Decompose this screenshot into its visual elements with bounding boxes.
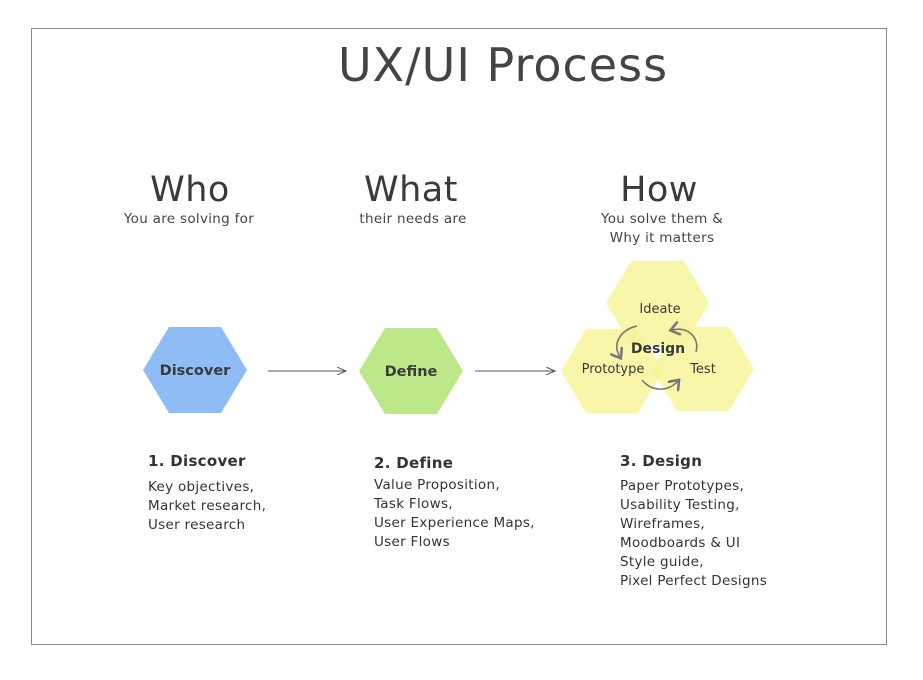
step-1-title: 1. Discover [148,452,246,470]
subtitle-how-line-2: Why it matters [609,230,715,246]
subtitle-who-line-1: You are solving for [123,211,255,227]
list-item: Key objectives, [148,479,255,495]
step-2-list: Value Proposition, Task Flows, User Expe… [374,476,535,552]
list-item: Task Flows, [374,496,453,512]
cycle-arrow-prototype-to-test [641,380,678,389]
page-title: UX/UI Process [338,38,669,92]
list-item: Style guide, [620,554,704,570]
list-item: Moodboards & UI [620,535,741,551]
discover-label: Discover [160,363,231,379]
step-1-list: Key objectives, Market research, User re… [148,478,266,535]
list-item: User Experience Maps, [374,515,535,531]
heading-how: How [620,170,698,210]
design-label: Design [631,341,685,357]
step-3-list: Paper Prototypes, Usability Testing, Wir… [620,477,767,591]
cycle-arrow-ideate-to-prototype [617,325,638,357]
prototype-hexagon [561,329,663,413]
heading-who: Who [150,170,230,210]
list-item: Pixel Perfect Designs [620,573,768,589]
subtitle-what-line-1: their needs are [359,211,467,227]
list-item: Value Proposition, [374,477,500,493]
ideate-label: Ideate [639,302,680,317]
list-item: Market research, [148,498,267,514]
list-item: User research [148,517,246,533]
step-2-title: 2. Define [374,454,454,472]
subtitle-what: their needs are [303,210,523,229]
step-3-title: 3. Design [620,452,703,470]
list-item: Usability Testing, [620,497,740,513]
define-label: Define [385,364,438,380]
define-hexagon [359,328,463,414]
heading-what: What [364,170,458,210]
list-item: Wireframes, [620,516,706,532]
list-item: User Flows [374,534,450,550]
test-label: Test [689,362,716,377]
subtitle-how: You solve them & Why it matters [552,210,772,248]
ideate-hexagon [606,261,709,345]
subtitle-who: You are solving for [79,210,299,229]
diagram-frame [31,28,887,645]
cycle-arrow-test-to-ideate [672,329,698,353]
discover-hexagon [143,327,247,413]
list-item: Paper Prototypes, [620,478,745,494]
subtitle-how-line-1: You solve them & [600,211,724,227]
prototype-label: Prototype [582,362,645,377]
